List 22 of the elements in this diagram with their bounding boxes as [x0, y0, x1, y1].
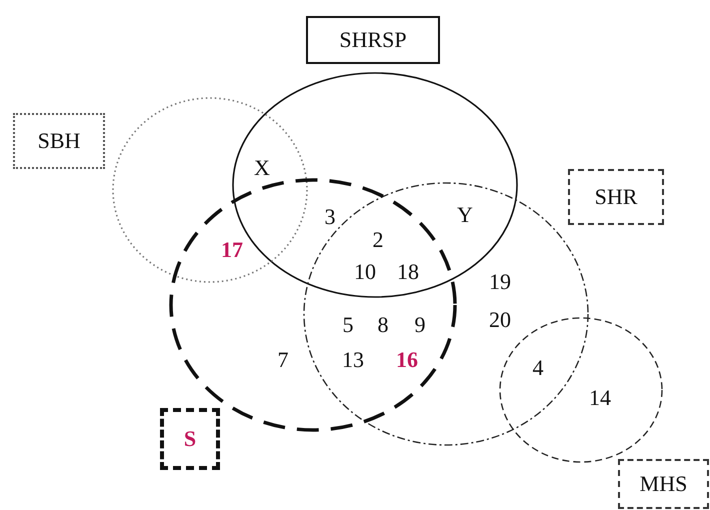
- region-label: 5: [342, 314, 354, 336]
- region-label: 10: [354, 261, 376, 283]
- region-label: 14: [589, 387, 611, 409]
- region-label: Y: [457, 204, 473, 226]
- region-label: 4: [532, 357, 544, 379]
- region-label: 18: [397, 261, 419, 283]
- set-name-box: S: [160, 408, 220, 470]
- region-label: X: [254, 157, 270, 179]
- region-label: 8: [378, 314, 388, 336]
- region-label: 17: [221, 239, 243, 261]
- region-label: 7: [278, 349, 288, 371]
- set-name-box: MHS: [618, 459, 709, 509]
- set-name-box: SHR: [568, 169, 664, 225]
- region-label: 16: [396, 349, 418, 371]
- set-name-box: SBH: [13, 113, 105, 169]
- region-label: 9: [414, 314, 426, 336]
- region-label: 20: [489, 309, 511, 331]
- region-label: 3: [324, 206, 336, 228]
- region-label: 2: [372, 229, 384, 251]
- region-label: 13: [342, 349, 364, 371]
- set-name-box: SHRSP: [306, 16, 440, 64]
- region-label: 19: [489, 271, 511, 293]
